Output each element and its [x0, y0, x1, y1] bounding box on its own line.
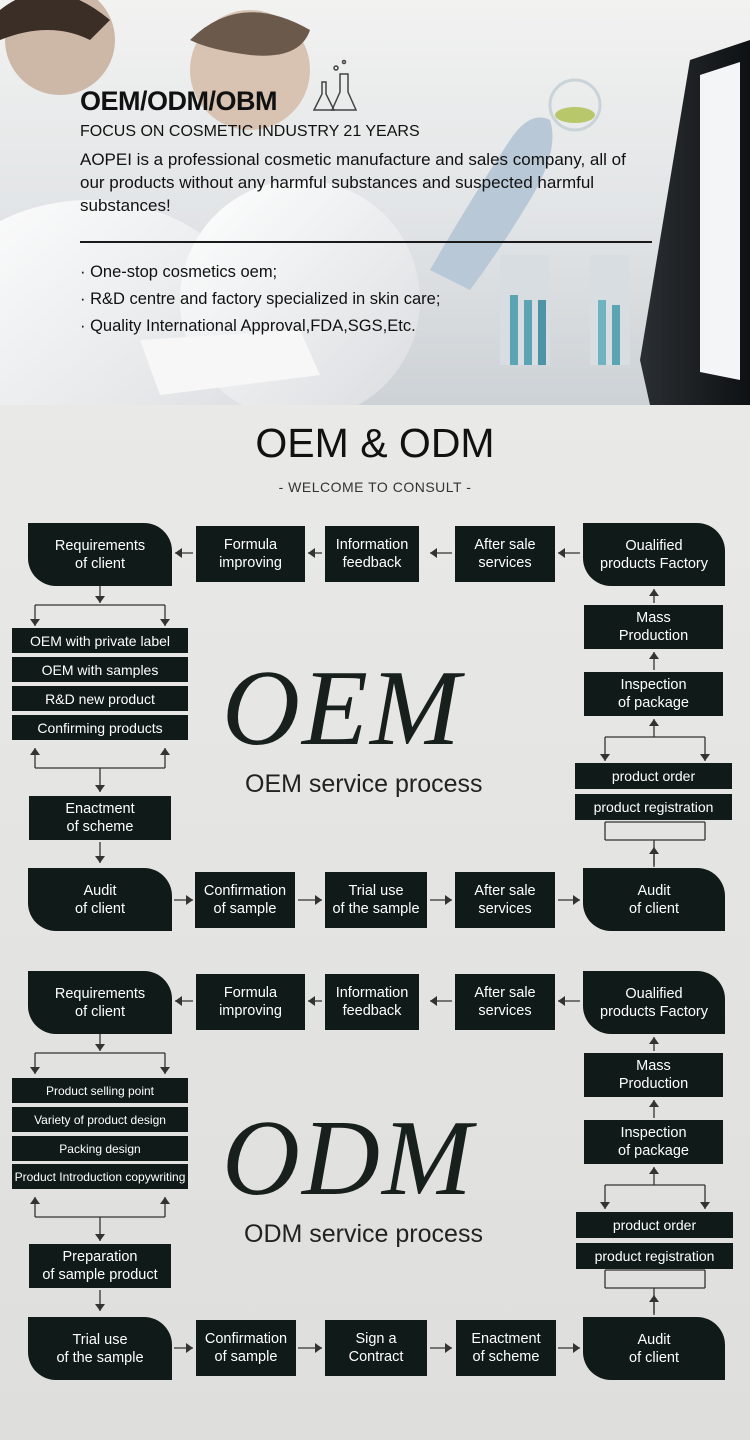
arrow-head [600, 1202, 610, 1209]
arrow-head [95, 856, 105, 863]
oem-audit-of-client: Audit of client [28, 868, 172, 931]
arrow-head [95, 596, 105, 603]
arrow-head [649, 1167, 659, 1174]
arrow-head [649, 1100, 659, 1107]
arrow-head [308, 548, 315, 558]
arrow-head [649, 589, 659, 596]
odm-trial-use-of-sample: Trial use of the sample [28, 1317, 172, 1380]
arrow-head [558, 548, 565, 558]
odm-audit-of-client: Audit of client [583, 1317, 725, 1380]
arrow-head [160, 1067, 170, 1074]
hero-description: AOPEI is a professional cosmetic manufac… [80, 150, 626, 215]
arrow-head [700, 1202, 710, 1209]
arrow-head [30, 1067, 40, 1074]
oem-list-item: OEM with private label [12, 628, 188, 653]
arrow-head [315, 895, 322, 905]
arrow-head [30, 1197, 40, 1204]
odm-caption: ODM service process [244, 1220, 483, 1248]
oem-list-item: OEM with samples [12, 657, 188, 682]
arrow-head [649, 652, 659, 659]
odm-preparation-of-sample: Preparation of sample product [29, 1244, 171, 1288]
hero-divider [80, 241, 652, 243]
arrow-head [445, 895, 452, 905]
arrow-head [573, 895, 580, 905]
arrow-head [308, 996, 315, 1006]
odm-mass-production: Mass Production [584, 1053, 723, 1097]
oem-enactment-of-scheme: Enactment of scheme [29, 796, 171, 840]
arrow-head [160, 1197, 170, 1204]
arrow-head [700, 754, 710, 761]
oem-after-sale-services-2: After sale services [455, 872, 555, 928]
arrow-head [430, 548, 437, 558]
arrow-head [160, 748, 170, 755]
oem-product-registration: product registration [575, 794, 732, 820]
oem-after-sale-services: After sale services [455, 526, 555, 582]
odm-watermark: ODM [222, 1099, 474, 1218]
arrow-head [445, 1343, 452, 1353]
arrow-head [95, 1044, 105, 1051]
hero-bullet: · Quality International Approval,FDA,SGS… [80, 317, 416, 335]
oem-list-item: Confirming products [12, 715, 188, 740]
arrow-head [95, 1234, 105, 1241]
oem-trial-use-of-sample: Trial use of the sample [325, 872, 427, 928]
oem-watermark: OEM [222, 649, 462, 768]
oem-audit-of-client-2: Audit of client [583, 868, 725, 931]
oem-mass-production: Mass Production [584, 605, 723, 649]
arrow-head [315, 1343, 322, 1353]
odm-confirmation-of-sample: Confirmation of sample [196, 1320, 296, 1376]
odm-list-item: Variety of product design [12, 1107, 188, 1132]
arrow-head [649, 1037, 659, 1044]
odm-product-order: product order [576, 1212, 733, 1238]
odm-inspection-of-package: Inspection of package [584, 1120, 723, 1164]
arrow-head [30, 619, 40, 626]
arrow-head [95, 785, 105, 792]
odm-qualified-products-factory: Oualified products Factory [583, 971, 725, 1034]
arrow-head [186, 1343, 193, 1353]
odm-formula-improving: Formula improving [196, 974, 305, 1030]
odm-enactment-of-scheme: Enactment of scheme [456, 1320, 556, 1376]
oem-list-item: R&D new product [12, 686, 188, 711]
arrow-head [160, 619, 170, 626]
lab-photo-illustration [0, 0, 750, 405]
oem-confirmation-of-sample: Confirmation of sample [195, 872, 295, 928]
hero-title: OEM/ODM/OBM [80, 86, 278, 116]
oem-qualified-products-factory: Oualified products Factory [583, 523, 725, 586]
arrow-head [558, 996, 565, 1006]
oem-formula-improving: Formula improving [196, 526, 305, 582]
oem-requirements-of-client: Requirements of client [28, 523, 172, 586]
odm-information-feedback: Information feedback [325, 974, 419, 1030]
odm-list-item: Product selling point [12, 1078, 188, 1103]
section-title: OEM & ODM [255, 420, 495, 466]
arrow-head [175, 996, 182, 1006]
flask-icon [312, 59, 358, 111]
hero-subtitle: FOCUS ON COSMETIC INDUSTRY 21 YEARS [80, 123, 420, 140]
arrow-head [186, 895, 193, 905]
odm-list-item: Product Introduction copywriting [12, 1164, 188, 1189]
odm-list-item: Packing design [12, 1136, 188, 1161]
arrow-head [573, 1343, 580, 1353]
oem-inspection-of-package: Inspection of package [584, 672, 723, 716]
odm-product-registration: product registration [576, 1243, 733, 1269]
odm-after-sale-services: After sale services [455, 974, 555, 1030]
arrow-head [95, 1304, 105, 1311]
hero-bullet: · R&D centre and factory specialized in … [80, 290, 441, 308]
odm-requirements-of-client: Requirements of client [28, 971, 172, 1034]
arrow-head [30, 748, 40, 755]
arrow-head [430, 996, 437, 1006]
oem-product-order: product order [575, 763, 732, 789]
section-subtitle: - WELCOME TO CONSULT - [278, 479, 472, 495]
arrow-head [649, 719, 659, 726]
oem-caption: OEM service process [245, 770, 483, 798]
arrow-head [600, 754, 610, 761]
hero-banner: OEM/ODM/OBM FOCUS ON COSMETIC INDUSTRY 2… [0, 0, 750, 405]
odm-sign-a-contract: Sign a Contract [325, 1320, 427, 1376]
hero-bullet: · One-stop cosmetics oem; [80, 263, 278, 281]
oem-information-feedback: Information feedback [325, 526, 419, 582]
arrow-head [175, 548, 182, 558]
